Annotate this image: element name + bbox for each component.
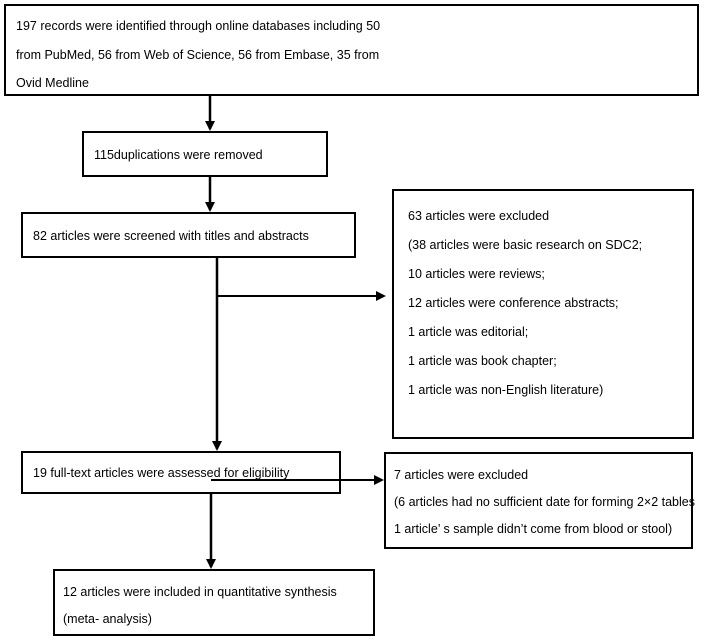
excluded-full-text-line-2: (6 articles had no sufficient date for f… <box>394 495 695 509</box>
full-text-assessed-line: 19 full-text articles were assessed for … <box>33 466 290 480</box>
screened-line: 82 articles were screened with titles an… <box>33 229 309 243</box>
included-line-1: 12 articles were included in quantitativ… <box>63 585 337 599</box>
excluded-screening-line-6: 1 article was book chapter; <box>408 354 557 368</box>
duplicates-removed-box: 115duplications were removed <box>82 131 328 177</box>
excluded-screening-line-5: 1 article was editorial; <box>408 325 529 339</box>
excluded-screening-line-4: 12 articles were conference abstracts; <box>408 296 619 310</box>
excluded-screening-line-2: (38 articles were basic research on SDC2… <box>408 238 643 252</box>
excluded-full-text-line-1: 7 articles were excluded <box>394 468 529 482</box>
duplicates-removed-line: 115duplications were removed <box>94 148 263 162</box>
excluded-full-text-box: 7 articles were excluded (6 articles had… <box>384 452 695 549</box>
excluded-screening-line-3: 10 articles were reviews; <box>408 267 545 281</box>
excluded-full-text-line-3: 1 article’ s sample didn’t come from blo… <box>394 522 673 536</box>
records-identified-line-1: 197 records were identified through onli… <box>16 19 381 33</box>
records-identified-line-2: from PubMed, 56 from Web of Science, 56 … <box>16 48 380 62</box>
records-identified-line-3: Ovid Medline <box>16 76 89 90</box>
excluded-screening-line-7: 1 article was non-English literature) <box>408 383 604 397</box>
screened-box: 82 articles were screened with titles an… <box>21 212 356 258</box>
records-identified-box: 197 records were identified through onli… <box>4 4 699 96</box>
excluded-screening-line-1: 63 articles were excluded <box>408 209 550 223</box>
included-line-2: (meta- analysis) <box>63 612 152 626</box>
included-box: 12 articles were included in quantitativ… <box>53 569 375 636</box>
excluded-screening-box: 63 articles were excluded (38 articles w… <box>392 189 694 439</box>
full-text-assessed-box: 19 full-text articles were assessed for … <box>21 451 341 494</box>
